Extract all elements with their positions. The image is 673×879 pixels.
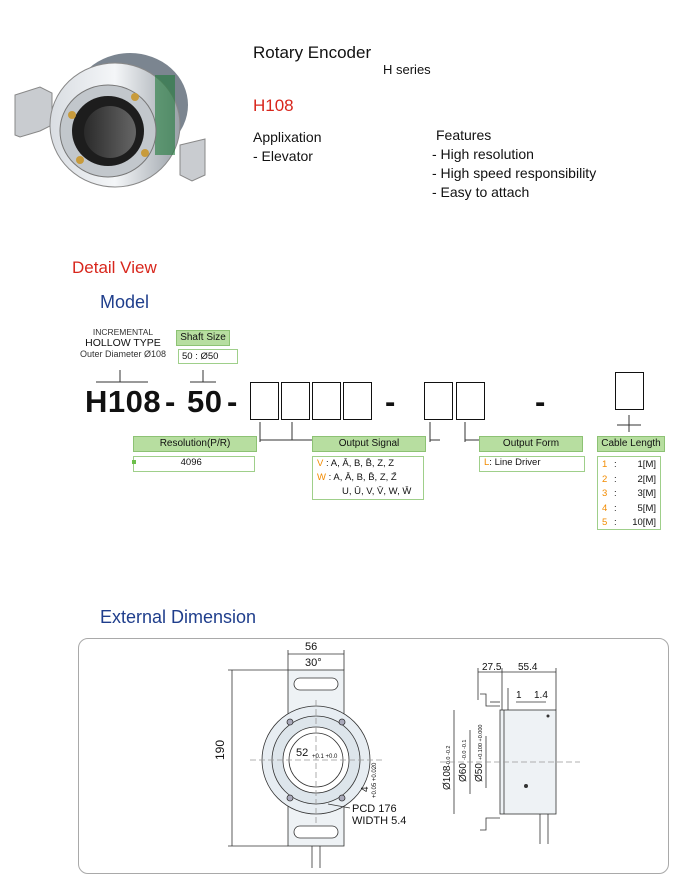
application-block: Applixation - Elevator [253, 128, 322, 166]
output-form-box: L: Line Driver [479, 456, 585, 472]
cable-option: 5: 10[M] [602, 516, 660, 531]
option-key: 1 [602, 459, 608, 470]
dim-52: 52 [296, 747, 308, 759]
cable-option: 1: 1[M] [602, 458, 660, 473]
model-heading: Model [100, 292, 150, 312]
code-dash: - [535, 384, 546, 419]
cable-length-tag: Cable Length [597, 436, 665, 452]
cable-length-slot [615, 372, 644, 410]
option-value: : A, Ā, B, B̄, Z, Z̄ [328, 472, 397, 483]
colon: : [614, 459, 617, 470]
features-item: - High resolution [432, 146, 534, 162]
product-series: H series [383, 62, 431, 77]
dim-108-tol: -0.0 -0.2 [446, 746, 452, 766]
option-key: 4 [602, 502, 608, 514]
model-code-row: H108 - 50 - - - [85, 372, 665, 426]
output-signal-tag: Output Signal [312, 436, 426, 452]
product-photo [10, 35, 210, 205]
features-item: - High speed responsibility [432, 165, 597, 181]
resolution-slot [312, 382, 341, 420]
connector-dot-icon [524, 784, 528, 788]
dim-55-4: 55.4 [518, 662, 538, 673]
dim-52-tol: +0.1 +0.0 [312, 754, 338, 760]
side-view-drawing: 27.5 55.4 1 1.4 Ø108 -0.0 -0.2 Ø60 -0.0 … [440, 662, 580, 844]
dim-1-4: 1.4 [534, 690, 548, 701]
dim-50-tol: +0.100 +0.000 [478, 725, 484, 760]
dim-1: 1 [516, 690, 522, 701]
option-value: 10[M] [632, 517, 656, 528]
cable-option: 3: 3[M] [602, 487, 660, 502]
dim-108: Ø108 [442, 765, 453, 790]
type-line-1: INCREMENTAL [92, 327, 154, 337]
code-dash: - [227, 384, 238, 419]
type-description: INCREMENTAL HOLLOW TYPE Outer Diameter Ø… [78, 327, 168, 359]
code-prefix: H108 [85, 384, 162, 419]
resolution-slot [250, 382, 279, 420]
option-key: 5 [602, 517, 608, 528]
external-dimension-heading: External Dimension [100, 607, 257, 627]
resolution-tag: Resolution(P/R) [133, 436, 257, 452]
dim-27-5: 27.5 [482, 662, 502, 673]
output-signal-w: W : A, Ā, B, B̄, Z, Z̄ [317, 471, 423, 485]
model-connector-lines [96, 370, 641, 442]
dim-60-tol: -0.0 -0.1 [462, 740, 468, 760]
output-signal-w2: U, Ū, V, V̄, W, W̄ [342, 486, 412, 497]
dim-30: 30° [305, 657, 322, 669]
shaft-size-tag: Shaft Size [176, 330, 230, 346]
output-signal-v: V : A, Ā, B, B̄, Z, Z [317, 457, 423, 471]
option-value: : A, Ā, B, B̄, Z, Z [325, 458, 395, 469]
output-form-tag: Output Form [479, 436, 583, 452]
resolution-value-box: 4096 [132, 456, 255, 472]
dim-pcd: PCD 176 [352, 803, 397, 815]
front-view-drawing: 56 30° 190 52 +0.1 +0.0 4 +0.05 +0.020 P… [213, 641, 406, 868]
option-value: 2[M] [637, 473, 656, 485]
connector-dot-icon [546, 714, 550, 718]
option-key: V [317, 458, 324, 469]
cable-option: 2: 2[M] [602, 473, 660, 488]
option-value: 5[M] [637, 502, 656, 514]
type-line-3: Outer Diameter Ø108 [79, 349, 167, 359]
product-title: Rotary Encoder [253, 43, 372, 62]
colon: : [614, 473, 617, 485]
option-key: 2 [602, 473, 608, 485]
detail-view-heading: Detail View [72, 258, 157, 277]
option-key: L [484, 457, 490, 468]
resolution-slot [281, 382, 310, 420]
shaft-size-value: 50 : Ø50 [178, 349, 238, 364]
option-value: 3[M] [637, 488, 656, 499]
option-value: 1[M] [637, 459, 656, 470]
output-signal-box: V : A, Ā, B, B̄, Z, Z W : A, Ā, B, B̄, Z… [312, 456, 424, 500]
resolution-value: 4096 [180, 457, 202, 468]
dim-4-tol: +0.05 +0.020 [372, 762, 378, 798]
output-form-slot [456, 382, 485, 420]
type-line-2: HOLLOW TYPE [85, 337, 161, 349]
output-signal-slot [424, 382, 453, 420]
product-model: H108 [253, 96, 294, 115]
option-value: : Line Driver [489, 457, 541, 468]
cable-option: 4: 5[M] [602, 502, 660, 517]
dim-56: 56 [305, 641, 317, 653]
option-key: 3 [602, 488, 608, 499]
dim-50: Ø50 [474, 763, 485, 782]
dim-4: 4 [360, 786, 371, 792]
application-item: - Elevator [253, 148, 313, 164]
colon: : [614, 488, 617, 499]
colon: : [614, 517, 617, 528]
dim-60: Ø60 [458, 763, 469, 782]
dim-width: WIDTH 5.4 [352, 815, 406, 827]
colon: : [614, 502, 617, 514]
option-key: W [317, 472, 326, 483]
code-shaft: 50 [187, 384, 223, 419]
features-item: - Easy to attach [432, 184, 530, 200]
code-dash: - [165, 384, 176, 419]
resolution-slot [343, 382, 372, 420]
code-dash: - [385, 384, 396, 419]
cable-length-box: 1: 1[M] 2: 2[M] 3: 3[M] 4: 5[M] 5: 10[M] [597, 456, 661, 530]
application-heading: Applixation [253, 129, 322, 145]
dim-190: 190 [213, 740, 227, 760]
features-heading: Features [436, 127, 492, 143]
dimension-drawing-frame [78, 638, 669, 874]
features-block: Features - High resolution - High speed … [432, 126, 596, 202]
bullet-icon [132, 460, 136, 465]
